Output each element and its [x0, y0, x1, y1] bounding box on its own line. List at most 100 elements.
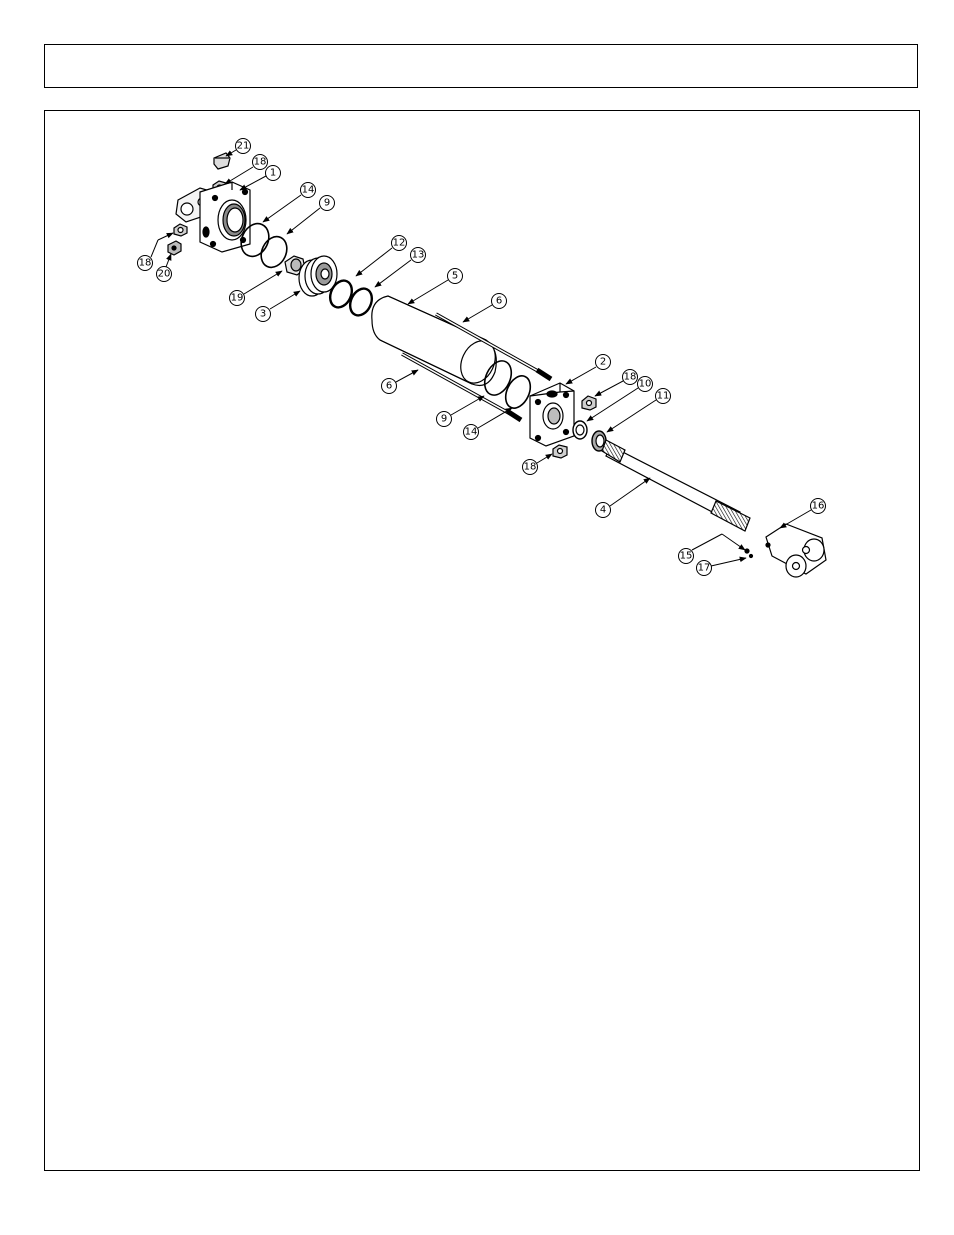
callout-14: 14 [262, 182, 316, 223]
callout-leader-line [407, 279, 449, 305]
callout-label: 14 [302, 185, 315, 196]
callout-6: 6 [462, 293, 507, 323]
callout-circle [622, 369, 638, 385]
seal-12 [328, 279, 354, 309]
piston-3 [298, 255, 338, 297]
callout-label: 18 [524, 462, 537, 473]
callout-17: 17 [696, 556, 747, 576]
callout-leader-line [565, 366, 597, 385]
callout-circle [391, 235, 407, 251]
header-box [44, 44, 918, 88]
callout-leader-line [462, 304, 493, 323]
callout-leader-line [374, 259, 412, 288]
callout-circle [810, 498, 826, 514]
callout-label: 21 [237, 141, 250, 152]
callout-label: 18 [139, 258, 152, 269]
callout-circle [265, 165, 281, 181]
callout-label: 1 [270, 168, 276, 179]
callout-label: 17 [698, 563, 711, 574]
callout-circle [595, 354, 611, 370]
callout-leader-line [609, 477, 651, 507]
callout-leader-line [165, 253, 172, 268]
callout-label: 20 [158, 269, 171, 280]
callout-5: 5 [407, 268, 463, 305]
callout-circle [522, 459, 538, 475]
callout-label: 4 [600, 505, 606, 516]
o-ring-9b [483, 360, 513, 396]
rod-seal-11-inner [595, 434, 605, 448]
callout-label: 6 [496, 296, 502, 307]
callout-12: 12 [355, 235, 407, 277]
wiper-10-inner [575, 424, 585, 436]
callout-13: 13 [374, 247, 426, 288]
callout-1: 1 [239, 165, 281, 191]
callout-label: 15 [680, 551, 693, 562]
callout-leader-line [477, 407, 513, 429]
callout-label: 11 [657, 391, 670, 402]
base-end-cap-1 [175, 181, 251, 253]
callout-label: 2 [600, 357, 606, 368]
callout-label: 14 [465, 427, 478, 438]
callout-circle [229, 290, 245, 306]
callout-label: 5 [452, 271, 458, 282]
nut-18-left [173, 223, 188, 237]
callout-circle [410, 247, 426, 263]
callout-20: 20 [156, 253, 172, 282]
callout-15: 15 [678, 533, 746, 564]
callout-leader-line [355, 247, 393, 277]
rod-end-cap-2 [529, 382, 575, 447]
callout-circle [235, 138, 251, 154]
callout-leader-line [721, 533, 746, 551]
callout-circle [447, 268, 463, 284]
callout-circle [319, 195, 335, 211]
callout-leader-line [150, 239, 159, 258]
callout-circle [595, 502, 611, 518]
piston-rod-4 [601, 439, 751, 532]
callout-circle [436, 411, 452, 427]
callout-circle [463, 424, 479, 440]
callout-circle [252, 154, 268, 170]
callout-19: 19 [229, 270, 283, 306]
callout-leader-line [157, 232, 174, 241]
callout-label: 9 [441, 414, 447, 425]
callout-leader-line [606, 399, 657, 433]
callout-circle [491, 293, 507, 309]
nut-18-rod-upper [581, 395, 597, 411]
diagram-frame [44, 110, 920, 1171]
callout-circle [637, 376, 653, 392]
callout-leader-line [269, 290, 301, 310]
callout-2: 2 [565, 354, 611, 385]
callout-10: 10 [586, 376, 653, 422]
callout-circle [300, 182, 316, 198]
callout-leader-line [239, 175, 267, 191]
callout-leader-line [536, 453, 553, 464]
callout-label: 19 [231, 293, 244, 304]
callout-leader-line [286, 207, 321, 235]
callout-circle [678, 548, 694, 564]
callout-label: 18 [254, 157, 267, 168]
callout-21: 21 [225, 138, 251, 157]
callout-circle [255, 306, 271, 322]
callout-label: 10 [639, 379, 652, 390]
callout-label: 12 [393, 238, 406, 249]
callout-leader-line [594, 380, 624, 397]
callout-circle [696, 560, 712, 576]
callout-leader-line [225, 149, 237, 157]
callout-label: 18 [624, 372, 637, 383]
callout-leader-line [395, 369, 419, 383]
callout-4: 4 [595, 477, 651, 518]
callout-18: 18 [137, 232, 174, 271]
o-ring-9a [260, 235, 288, 269]
backup-ring-14a [240, 222, 270, 258]
callout-leader-line [586, 387, 639, 422]
callout-label: 13 [412, 250, 425, 261]
callout-label: 3 [260, 309, 266, 320]
callout-18: 18 [522, 453, 553, 475]
fitting-20 [167, 240, 182, 256]
callout-leader-line [779, 509, 812, 529]
parts-layer [167, 152, 827, 578]
seal-13 [348, 287, 374, 317]
grease-fitting-15 [744, 548, 750, 554]
clevis-16 [765, 523, 827, 578]
callout-11: 11 [606, 388, 671, 433]
